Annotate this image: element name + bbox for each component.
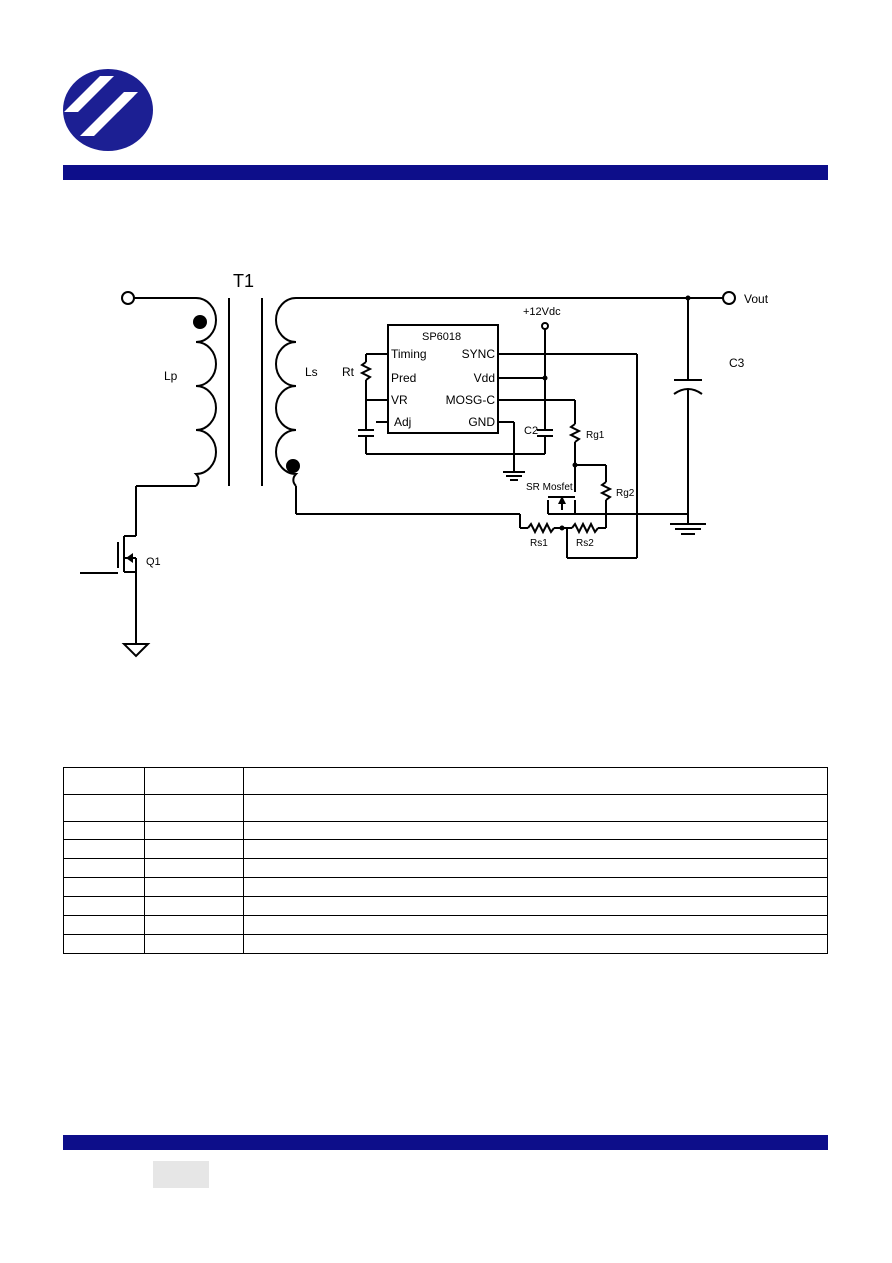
label-supply: +12Vdc xyxy=(523,306,561,318)
table-cell xyxy=(243,767,828,795)
ic-pin-gnd: GND xyxy=(468,415,495,429)
table-row xyxy=(63,915,828,935)
secondary-dot-marker xyxy=(286,459,300,473)
table-row xyxy=(63,858,828,878)
table-cell xyxy=(63,934,145,954)
label-rg2: Rg2 xyxy=(616,488,635,499)
table-row xyxy=(63,839,828,859)
table-cell xyxy=(144,821,244,840)
ic-pin-vr: VR xyxy=(391,393,408,407)
table-cell xyxy=(144,915,244,935)
primary-dot-marker xyxy=(193,315,207,329)
table-cell xyxy=(144,839,244,859)
footer-bar xyxy=(63,1135,828,1150)
table-cell xyxy=(63,877,145,897)
table-row xyxy=(63,821,828,840)
ic-pin-adj: Adj xyxy=(394,415,411,429)
label-t1: T1 xyxy=(233,271,254,291)
table-cell xyxy=(63,915,145,935)
table-cell xyxy=(243,915,828,935)
ic-name: SP6018 xyxy=(422,331,461,343)
page-number-box xyxy=(153,1161,209,1188)
table-row xyxy=(63,877,828,897)
label-q1: Q1 xyxy=(146,556,161,568)
table-cell xyxy=(63,896,145,916)
company-logo-icon xyxy=(63,69,153,151)
label-rg1: Rg1 xyxy=(586,430,605,441)
table-cell xyxy=(243,896,828,916)
table-cell xyxy=(63,858,145,878)
table-cell xyxy=(63,767,145,795)
table-cell xyxy=(63,794,145,822)
circuit-schematic: T1 Lp Ls Q1 Vout C3 +12Vdc Rt C2 Rg1 Rg2… xyxy=(80,271,769,658)
label-c2: C2 xyxy=(524,425,538,437)
table-row xyxy=(63,934,828,954)
label-vout: Vout xyxy=(744,292,769,306)
table-cell xyxy=(144,767,244,795)
label-ls: Ls xyxy=(305,365,318,379)
label-c3: C3 xyxy=(729,356,745,370)
label-rs2: Rs2 xyxy=(576,538,594,549)
table-cell xyxy=(243,858,828,878)
header-bar xyxy=(63,165,828,180)
label-sr-mosfet: SR Mosfet xyxy=(526,482,573,493)
table-cell xyxy=(144,794,244,822)
pin-table xyxy=(63,767,828,954)
table-cell xyxy=(144,858,244,878)
table-cell xyxy=(63,839,145,859)
ic-pin-timing: Timing xyxy=(391,347,427,361)
ic-pin-vdd: Vdd xyxy=(474,371,495,385)
table-row xyxy=(63,767,828,795)
table-cell xyxy=(243,821,828,840)
table-cell xyxy=(243,794,828,822)
ic-pin-pred: Pred xyxy=(391,371,416,385)
label-rt: Rt xyxy=(342,365,355,379)
label-lp: Lp xyxy=(164,369,178,383)
table-cell xyxy=(243,839,828,859)
ic-pin-mosg-c: MOSG-C xyxy=(446,393,496,407)
table-row xyxy=(63,896,828,916)
table-row xyxy=(63,794,828,822)
table-cell xyxy=(243,877,828,897)
label-rs1: Rs1 xyxy=(530,538,548,549)
table-cell xyxy=(144,877,244,897)
ic-pin-sync: SYNC xyxy=(462,347,496,361)
table-cell xyxy=(243,934,828,954)
table-cell xyxy=(144,896,244,916)
table-cell xyxy=(63,821,145,840)
table-cell xyxy=(144,934,244,954)
